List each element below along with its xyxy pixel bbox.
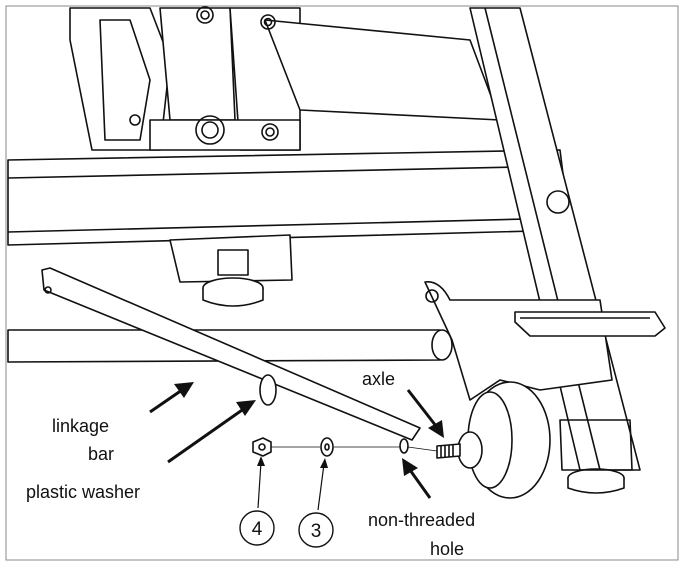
linkage-bar-arrow	[149, 388, 183, 414]
part-3-leader	[317, 463, 325, 511]
plastic-washer-label: plastic washer	[26, 482, 140, 502]
callout-4: 4	[239, 510, 275, 546]
axle-label: axle	[362, 369, 395, 389]
machine-frame	[7, 6, 666, 499]
leader-arrows	[149, 382, 444, 511]
callout-4-number: 4	[252, 519, 263, 540]
axle-arrow	[406, 389, 438, 427]
callout-3: 3	[298, 512, 334, 548]
callout-3-circle	[298, 512, 334, 548]
callout-4-circle	[239, 510, 275, 546]
linkage-bar-label-line2: bar	[88, 444, 114, 464]
callout-3-number: 3	[311, 521, 322, 542]
assembly-centerline	[271, 446, 438, 452]
non-threaded-hole-label-line2: hole	[430, 539, 464, 559]
part-4-leader	[257, 461, 262, 509]
non-threaded-hole-arrow	[408, 469, 432, 499]
frame-border	[5, 5, 679, 561]
plastic-washer-arrow	[167, 406, 246, 464]
linkage-bar-label-line1: linkage	[52, 416, 109, 436]
non-threaded-hole-label-line1: non-threaded	[368, 510, 475, 530]
